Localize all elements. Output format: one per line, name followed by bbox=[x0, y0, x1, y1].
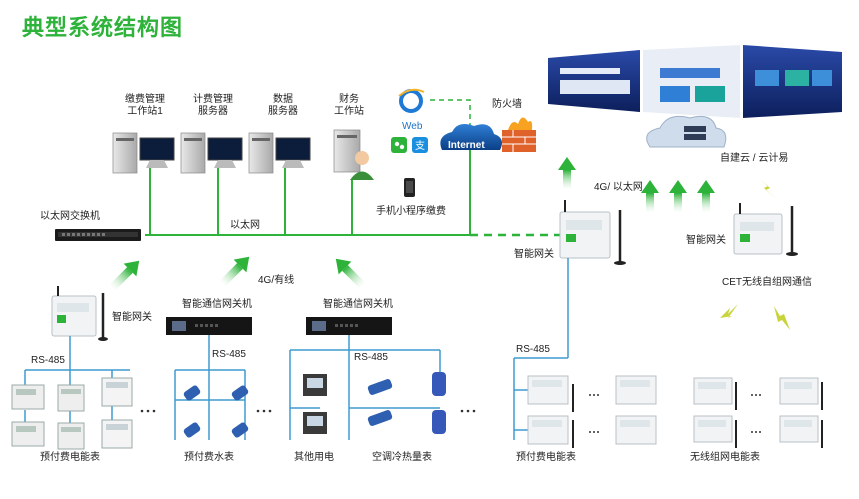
prepaid-meter-right-4 bbox=[615, 415, 657, 445]
smart-gateway-center bbox=[559, 200, 626, 265]
uplink-arrow-4 bbox=[697, 180, 715, 213]
ie-web-icon bbox=[398, 88, 425, 113]
station-label-2-line2: 服务器 bbox=[198, 106, 228, 117]
gateway-left-label: 智能网关 bbox=[112, 312, 152, 323]
station-label-2: 计费管理 服务器 bbox=[184, 94, 242, 118]
station-label-1-line2: 工作站1 bbox=[127, 106, 163, 117]
prepaid-meter-left-2 bbox=[11, 421, 45, 447]
cloud-label: 自建云 / 云计易 bbox=[720, 153, 789, 164]
workstation-2 bbox=[180, 132, 243, 174]
wireless-meter-3 bbox=[779, 377, 823, 410]
water-meters bbox=[183, 385, 249, 438]
cloud-platform-screens bbox=[548, 45, 842, 148]
station-label-1: 缴费管理 工作站1 bbox=[116, 94, 174, 118]
comm-gateway-box-1 bbox=[166, 317, 252, 335]
uplink-label: 4G/ 以太网 bbox=[594, 182, 643, 193]
uplink-arrow-1 bbox=[558, 157, 576, 190]
station-label-3-line2: 服务器 bbox=[268, 106, 298, 117]
page-title: 典型系统结构图 bbox=[22, 15, 184, 40]
rs485-label-4: RS-485 bbox=[516, 344, 550, 355]
ellipsis-ac bbox=[460, 409, 476, 413]
uplink-arrow-2 bbox=[641, 180, 659, 213]
other-power-label: 其他用电 bbox=[294, 452, 334, 463]
prepaid-meter-left-6 bbox=[101, 419, 133, 449]
ellipsis-left bbox=[140, 409, 156, 413]
firewall-icon bbox=[502, 117, 536, 152]
prepaid-meter-left-1 bbox=[11, 384, 45, 410]
wireless-meter-label: 无线组网电能表 bbox=[690, 452, 760, 463]
rs485-label-3: RS-485 bbox=[354, 352, 388, 363]
ethernet-switch bbox=[55, 229, 141, 241]
web-label: Web bbox=[402, 121, 423, 132]
diag-arrow-2 bbox=[218, 256, 250, 288]
other-power-meter-1 bbox=[303, 374, 327, 396]
prepaid-meter-label: 预付费电能表 bbox=[40, 452, 100, 463]
mobile-pay-label: 手机小程序缴费 bbox=[376, 206, 446, 217]
prepaid-water-label: 预付费水表 bbox=[184, 452, 234, 463]
web-dashed-link bbox=[430, 99, 471, 130]
wechat-pay-icon bbox=[391, 137, 407, 153]
diag-arrow-3 bbox=[335, 258, 367, 290]
mobile-phone-icon bbox=[404, 178, 415, 197]
station-label-2-line1: 计费管理 bbox=[193, 94, 233, 105]
ac-heat-meters bbox=[367, 372, 446, 434]
workstation-3 bbox=[248, 132, 311, 174]
cet-wireless-label: CET无线自组网通信 bbox=[722, 277, 812, 288]
other-power-meter-2 bbox=[303, 412, 327, 434]
prepaid-meter-left-4 bbox=[57, 422, 85, 450]
internet-label: Internet bbox=[448, 140, 485, 151]
prepaid-meter-right-1 bbox=[527, 375, 574, 412]
workstation-1 bbox=[112, 132, 175, 174]
gateway-center-label: 智能网关 bbox=[514, 249, 554, 260]
station-label-3-line1: 数据 bbox=[273, 94, 293, 105]
ellipsis-right-2 bbox=[751, 394, 761, 433]
station-label-1-line1: 缴费管理 bbox=[125, 94, 165, 105]
comm-gateway-1-label: 智能通信网关机 bbox=[182, 299, 252, 310]
station-label-4-line1: 财务 bbox=[339, 94, 359, 105]
finance-workstation bbox=[333, 129, 374, 180]
ellipsis-right-1 bbox=[589, 394, 599, 433]
ethernet-switch-label: 以太网交换机 bbox=[40, 211, 100, 222]
gateway-right-label: 智能网关 bbox=[686, 235, 726, 246]
svg-text:支: 支 bbox=[415, 140, 425, 152]
ethernet-bus bbox=[145, 145, 471, 236]
ac-heat-label: 空调冷热量表 bbox=[372, 452, 432, 463]
alipay-icon: 支 bbox=[412, 137, 428, 153]
rs485-label-1: RS-485 bbox=[31, 355, 65, 366]
wireless-meter-2 bbox=[693, 415, 737, 448]
internet-cloud bbox=[440, 124, 502, 150]
prepaid-meter-left-5 bbox=[101, 377, 133, 407]
prepaid-meter-2-label: 预付费电能表 bbox=[516, 452, 576, 463]
firewall-label: 防火墙 bbox=[492, 99, 522, 110]
smart-gateway-right bbox=[733, 203, 798, 256]
comm-gateway-box-2 bbox=[306, 317, 392, 335]
wired-4g-label: 4G/有线 bbox=[258, 275, 295, 286]
ethernet-label: 以太网 bbox=[230, 220, 260, 231]
smart-gateway-left bbox=[51, 286, 108, 341]
rs485-label-2: RS-485 bbox=[212, 349, 246, 360]
comm-gateway-2-label: 智能通信网关机 bbox=[323, 299, 393, 310]
wireless-bolts bbox=[720, 178, 790, 330]
rs485-wiring bbox=[24, 258, 569, 440]
ellipsis-water bbox=[256, 409, 272, 413]
prepaid-meter-left-3 bbox=[57, 384, 85, 412]
diag-arrow-1 bbox=[108, 260, 140, 292]
station-label-4-line2: 工作站 bbox=[334, 106, 364, 117]
wireless-meter-1 bbox=[693, 377, 737, 410]
station-label-3: 数据 服务器 bbox=[254, 94, 312, 118]
uplink-arrow-3 bbox=[669, 180, 687, 213]
wireless-meter-4 bbox=[779, 415, 823, 448]
prepaid-meter-right-2 bbox=[527, 415, 574, 448]
prepaid-meter-right-3 bbox=[615, 375, 657, 405]
station-label-4: 财务 工作站 bbox=[320, 94, 378, 118]
